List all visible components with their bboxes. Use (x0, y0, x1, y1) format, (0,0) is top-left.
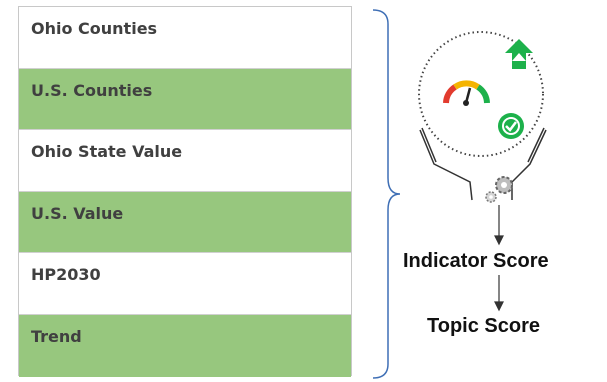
arrow-to-indicator (494, 205, 504, 246)
row-us-counties: U.S. Counties (19, 68, 351, 131)
curly-bracket (372, 9, 401, 379)
scoring-diagram (418, 31, 547, 312)
funnel (419, 127, 547, 201)
row-trend: Trend (19, 314, 351, 377)
row-ohio-counties: Ohio Counties (19, 7, 351, 69)
arrow-to-topic (494, 275, 504, 312)
check-circle-icon (498, 113, 524, 139)
gears-icon (485, 176, 513, 203)
row-hp2030: HP2030 (19, 253, 351, 315)
up-arrow-icon (505, 39, 533, 69)
row-us-value: U.S. Value (19, 191, 351, 254)
comparison-table: Ohio Counties U.S. Counties Ohio State V… (18, 6, 352, 377)
topic-score-label: Topic Score (427, 315, 540, 337)
row-ohio-state-value: Ohio State Value (19, 130, 351, 192)
gauge-icon (443, 80, 490, 106)
indicator-score-label: Indicator Score (403, 250, 549, 272)
